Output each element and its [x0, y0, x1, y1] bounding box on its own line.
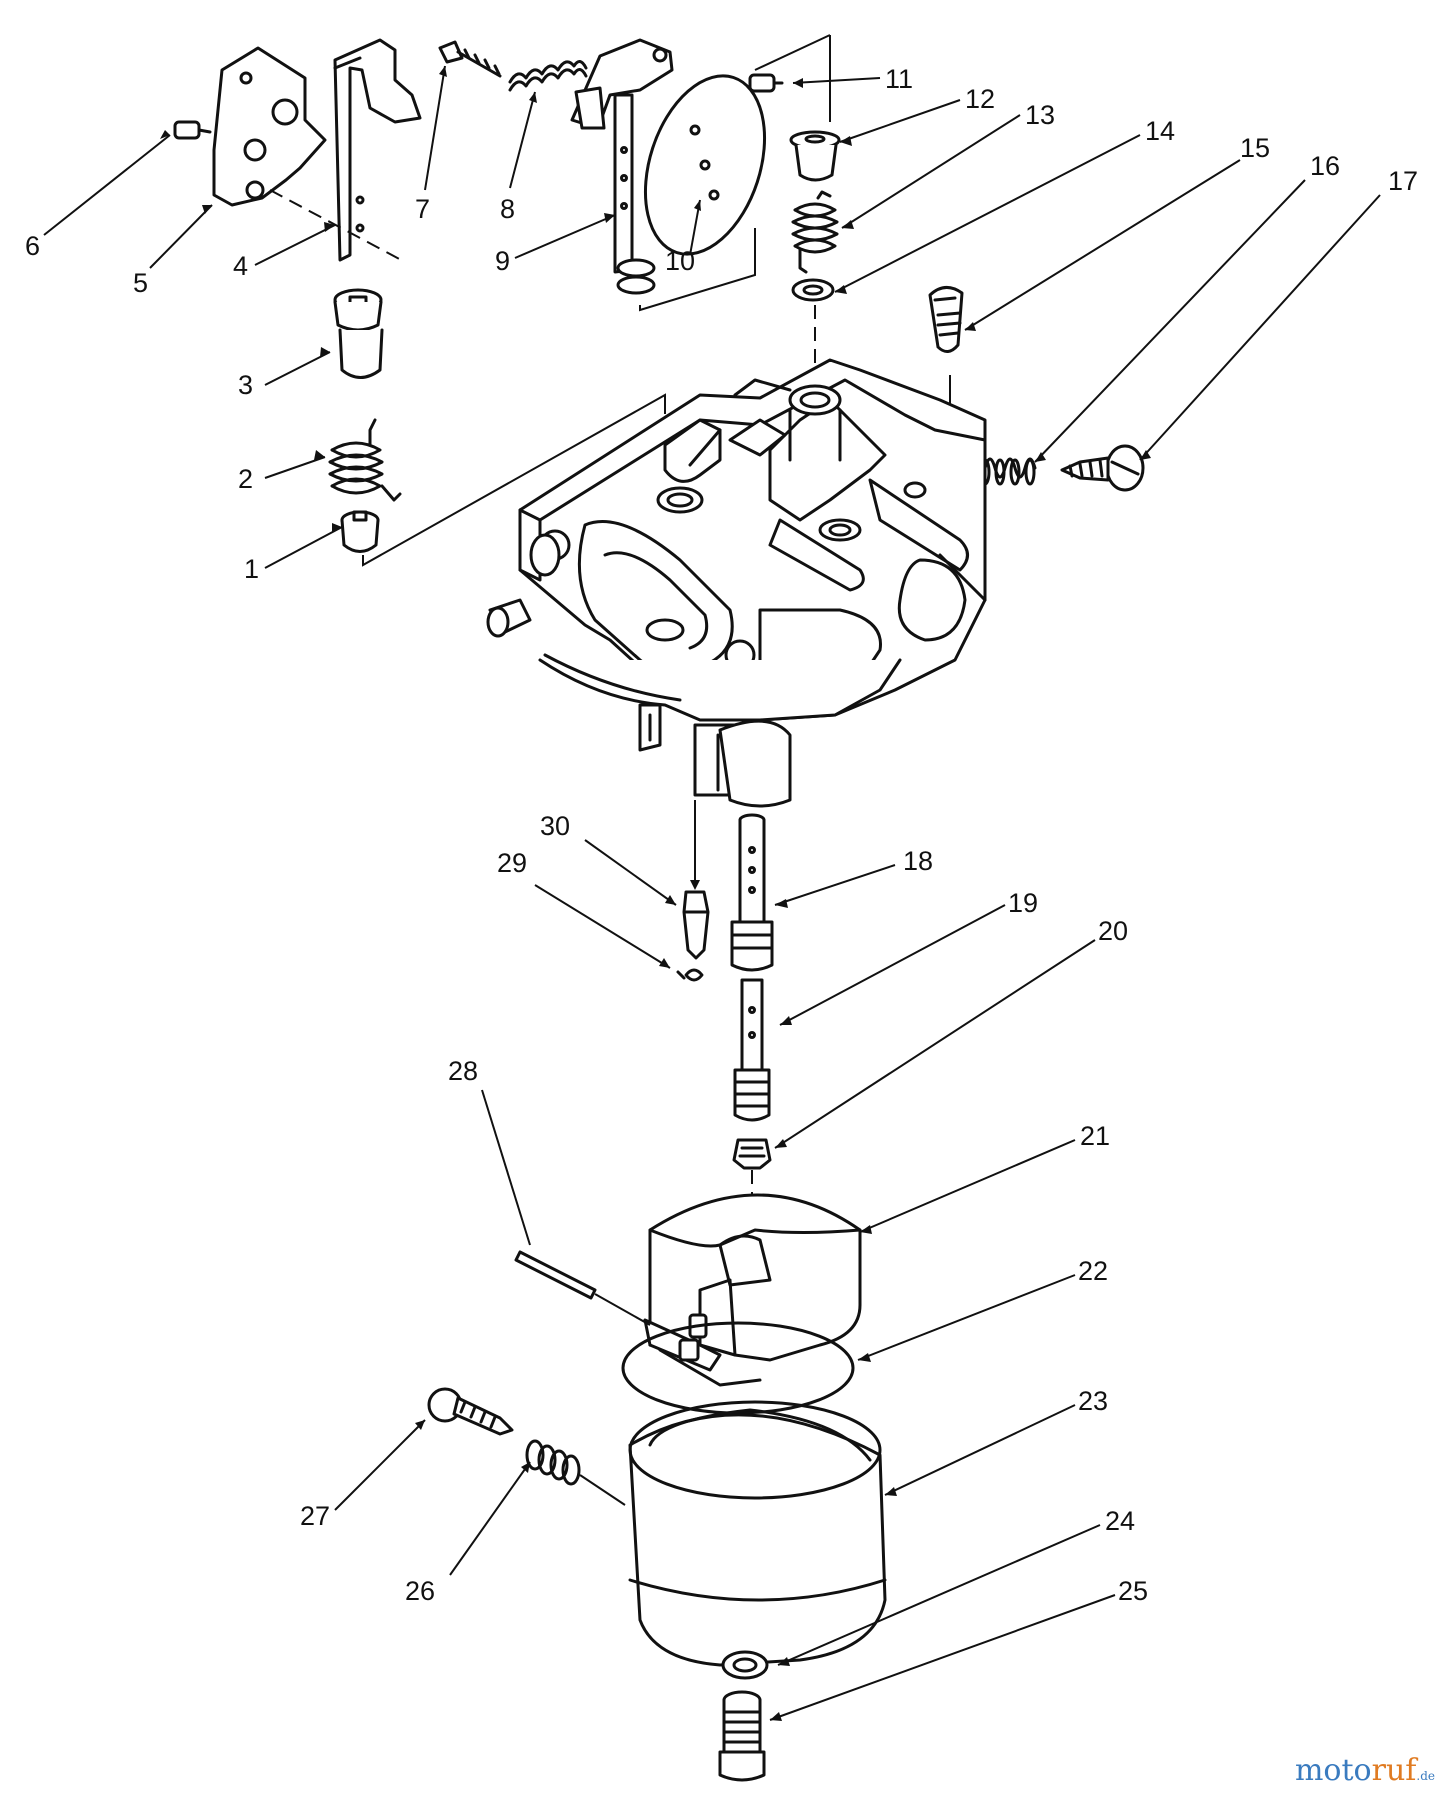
- part-label-16: 16: [1310, 151, 1340, 181]
- part-label-20: 20: [1098, 916, 1128, 946]
- part-label-25: 25: [1118, 1576, 1148, 1606]
- part-label-24: 24: [1105, 1506, 1135, 1536]
- part-label-22: 22: [1078, 1256, 1108, 1286]
- part-label-15: 15: [1240, 133, 1270, 163]
- part-label-11: 11: [885, 64, 913, 94]
- screw-part-7: [438, 40, 502, 78]
- arrowheads: [160, 66, 1151, 1721]
- clip-part-29: [676, 968, 704, 982]
- part-label-23: 23: [1078, 1386, 1108, 1416]
- part-label-30: 30: [540, 811, 570, 841]
- part-labels: 1 2 3 4 5 6 7 8 9 10 11 12 13 14 15 16 1…: [25, 64, 1418, 1606]
- screw-part-27: [427, 1387, 514, 1436]
- part-label-3: 3: [238, 370, 253, 400]
- gasket-part-22: [621, 1321, 855, 1415]
- washer-part-14: [791, 278, 835, 302]
- plug-part-1: [340, 510, 380, 553]
- part-label-13: 13: [1025, 100, 1055, 130]
- part-label-26: 26: [405, 1576, 435, 1606]
- screw-part-11: [748, 73, 784, 93]
- bushing-part-3: [333, 288, 384, 379]
- watermark-tld: .de: [1416, 1769, 1435, 1783]
- part-label-8: 8: [500, 194, 515, 224]
- part-label-19: 19: [1008, 888, 1038, 918]
- part-label-29: 29: [497, 848, 527, 878]
- part-label-4: 4: [233, 251, 248, 281]
- throttle-plate-part-10: [643, 74, 767, 256]
- watermark-logo: motoruf.de: [1295, 1753, 1435, 1788]
- spring-part-2: [328, 418, 402, 502]
- part-label-21: 21: [1080, 1121, 1110, 1151]
- bowl-mount-tabs: [638, 703, 792, 808]
- carburetor-body: [486, 358, 987, 722]
- bowl-part-23: [628, 1400, 887, 1667]
- float-part-21: [643, 1193, 862, 1387]
- part-label-28: 28: [448, 1056, 478, 1086]
- screw-part-15: [928, 286, 964, 353]
- needle-part-30: [682, 890, 710, 960]
- watermark-text-2: ruf: [1371, 1753, 1417, 1788]
- spring-part-8: [508, 60, 588, 92]
- watermark-text-1: moto: [1294, 1753, 1372, 1788]
- part-label-7: 7: [415, 194, 430, 224]
- part-label-12: 12: [965, 84, 995, 114]
- throttle-plate-part: [212, 46, 327, 207]
- pin-part-28: [514, 1250, 651, 1326]
- part-label-9: 9: [495, 246, 510, 276]
- main-jet-part-19: [733, 978, 771, 1122]
- bowl-nut-part-25: [718, 1690, 766, 1782]
- part-label-14: 14: [1145, 116, 1175, 146]
- emulsion-tube-part-18: [730, 813, 774, 972]
- leader-lines: [43, 65, 1381, 1721]
- screw-part-17: [1060, 444, 1145, 492]
- part-label-27: 27: [300, 1501, 330, 1531]
- washer-part-24: [721, 1650, 769, 1680]
- bushing-part-12: [789, 130, 841, 182]
- part-label-2: 2: [238, 464, 253, 494]
- part-label-6: 6: [25, 231, 40, 261]
- bracket-part-4: [333, 38, 422, 262]
- jet-part-20: [732, 1138, 772, 1170]
- part-label-17: 17: [1388, 166, 1418, 196]
- part-label-10: 10: [665, 246, 695, 276]
- spring-part-13: [791, 190, 839, 274]
- spring-part-16: [979, 457, 1037, 486]
- spring-part-26: [525, 1439, 626, 1506]
- screw-part-6: [173, 120, 212, 140]
- part-label-5: 5: [133, 268, 148, 298]
- throttle-shaft-part-9: [570, 38, 674, 295]
- part-label-18: 18: [903, 846, 933, 876]
- part-label-1: 1: [244, 554, 259, 584]
